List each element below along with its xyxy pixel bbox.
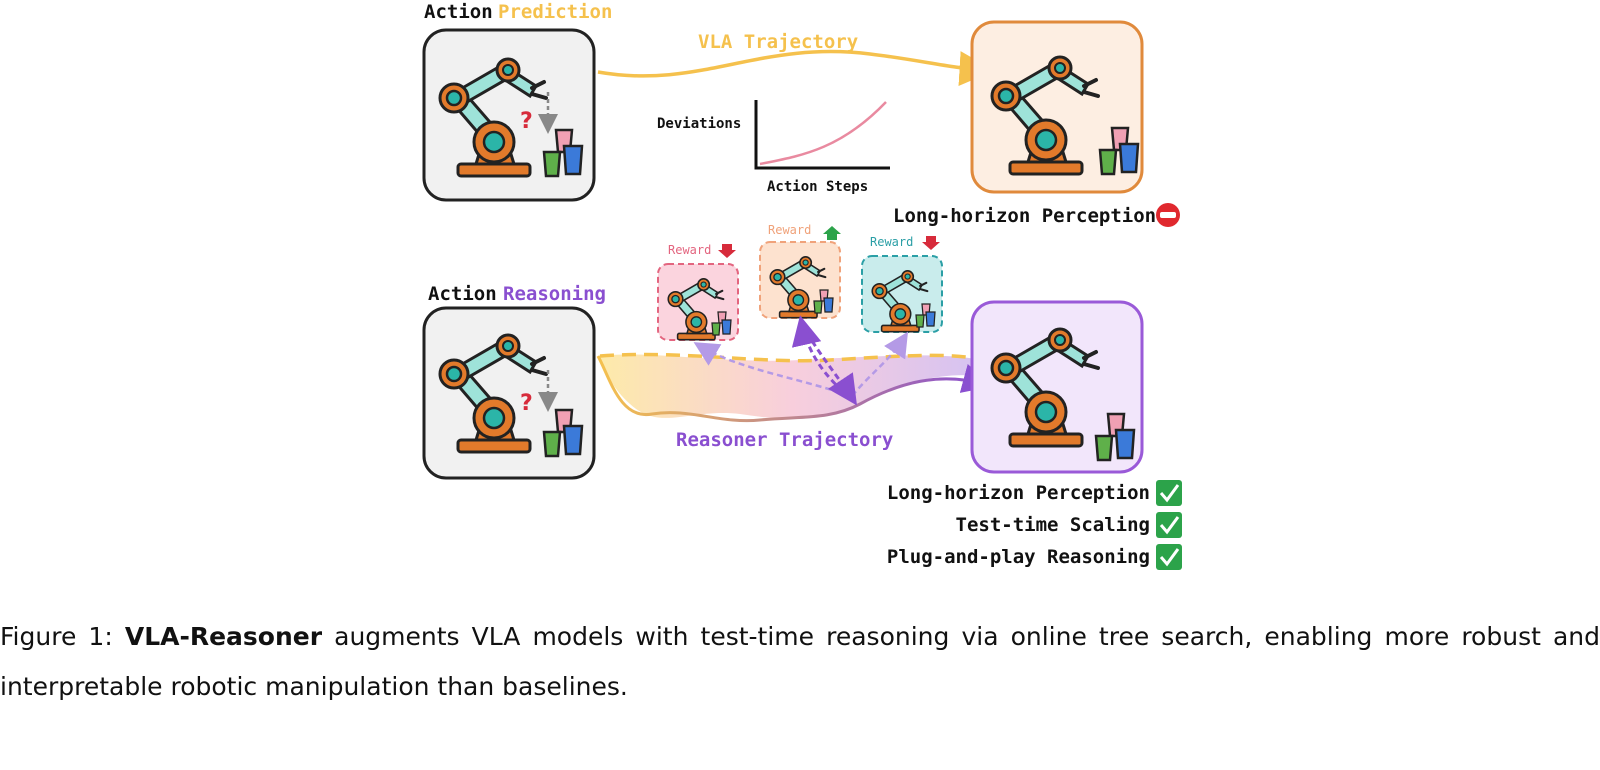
bottom-label-prefix: Action (428, 283, 497, 305)
benefit-label-2: Test-time Scaling (956, 514, 1150, 536)
question-mark-bottom: ? (520, 391, 533, 416)
top-outcome-label: Long-horizon Perception (893, 205, 1156, 227)
benefit-label-3: Plug-and-play Reasoning (887, 546, 1150, 568)
minus-icon (1156, 203, 1180, 227)
benefit-label-1: Long-horizon Perception (887, 482, 1150, 504)
reward-candidate-2: Reward (759, 223, 841, 319)
arrow-up-icon (823, 226, 841, 240)
reward-label-2: Reward (768, 223, 811, 237)
vla-trajectory-arrow (597, 49, 995, 87)
bottom-label-accent: Reasoning (503, 283, 606, 305)
figure-caption: Figure 1: VLA-Reasoner augments VLA mode… (0, 612, 1600, 712)
reward-label-3: Reward (870, 235, 913, 249)
reasoner-trajectory-arrow (596, 355, 993, 423)
arrow-down-icon (922, 236, 940, 250)
mini-chart-xlabel: Action Steps (767, 179, 868, 195)
robot-start-panel-top: ? (422, 28, 596, 202)
reasoner-wave-band (598, 354, 984, 419)
vla-trajectory-label: VLA Trajectory (698, 31, 858, 53)
search-arrow-3 (851, 331, 909, 397)
deviation-mini-chart: Deviations Action Steps (657, 100, 890, 195)
reward-candidate-1: Reward (657, 243, 739, 341)
arrow-down-icon (718, 244, 736, 258)
caption-line-1: Figure 1: VLA-Reasoner augments VLA mode… (0, 612, 1600, 662)
check-icon (1156, 512, 1182, 538)
top-label-prefix: Action (424, 1, 493, 23)
check-icon (1156, 480, 1182, 506)
search-arrow-1 (693, 342, 851, 398)
top-label-accent: Prediction (498, 1, 612, 23)
mini-chart-ylabel: Deviations (657, 116, 741, 132)
robot-result-panel-bottom (970, 300, 1144, 474)
check-icon (1156, 544, 1182, 570)
robot-start-panel-bottom: ? (422, 306, 596, 480)
robot-result-panel-top (970, 20, 1144, 194)
reward-label-1: Reward (668, 243, 711, 257)
caption-label: Figure 1: (0, 622, 113, 651)
figure-1: Action Prediction ? VLA Trajectory Devia… (422, 1, 1182, 570)
reasoner-trajectory-label: Reasoner Trajectory (676, 429, 893, 451)
caption-text-line1: augments VLA models with test-time reaso… (322, 622, 1600, 651)
reward-candidate-3: Reward (861, 235, 943, 333)
caption-model-name: VLA-Reasoner (124, 622, 323, 651)
vla-dashed-trajectory (599, 352, 985, 363)
question-mark-top: ? (520, 109, 533, 134)
search-arrow-4 (800, 323, 857, 406)
search-arrow-2 (791, 315, 852, 400)
deviation-curve (759, 101, 887, 166)
caption-text-line2: interpretable robotic manipulation than … (0, 672, 628, 701)
